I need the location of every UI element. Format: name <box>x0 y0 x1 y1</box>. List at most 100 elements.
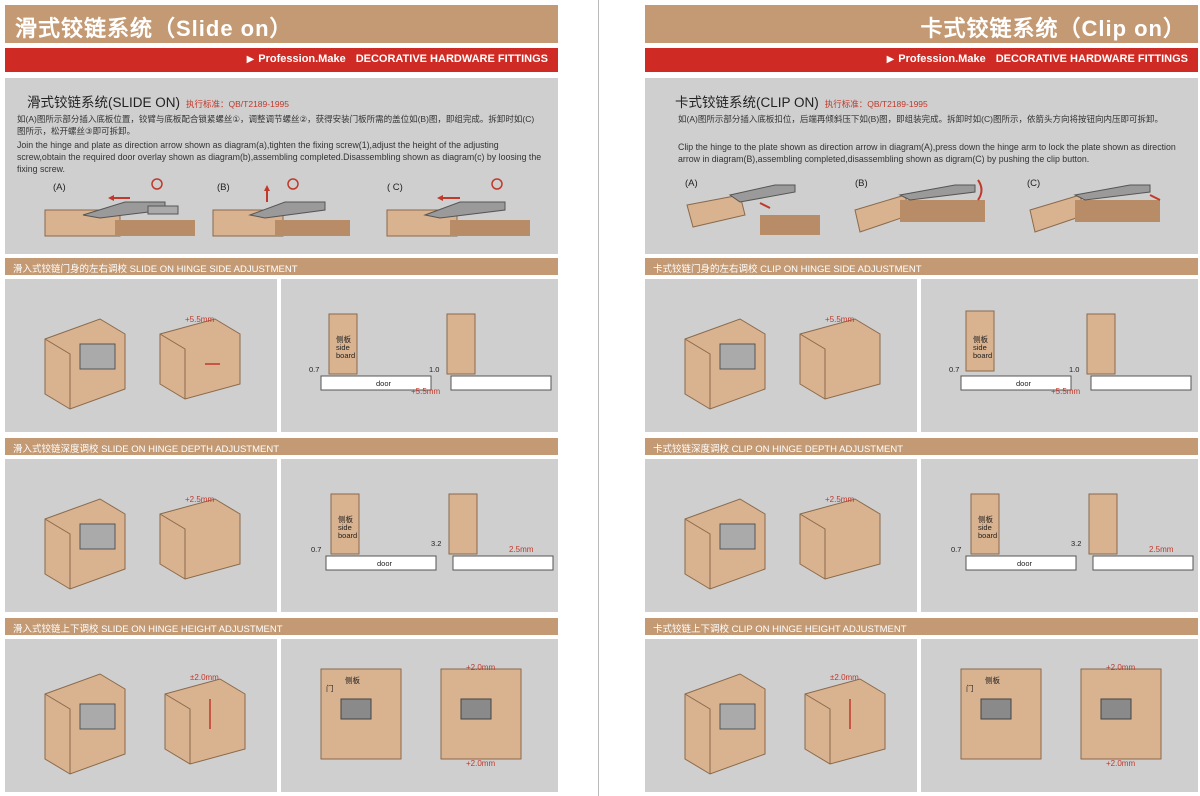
section-height-panel: ±2.0mm 侧板 门 +2.0mm +2.0mm <box>645 639 1198 792</box>
side-door-label: door <box>1016 379 1032 388</box>
left-page: 滑式铰链系统（Slide on） ▶Profession.Make DECORAT… <box>5 0 558 796</box>
height-adjust-3d-drawing <box>684 673 886 775</box>
depth-adjust-3d-cell: +2.5mm <box>5 459 277 612</box>
page-title: 卡式铰链系统（Clip on） <box>920 16 1186 41</box>
depth-adjust-3d-cell: +2.5mm <box>645 459 917 612</box>
install-figures: (A) (B) ( C) <box>5 170 558 250</box>
figure-c-hinge <box>386 178 530 237</box>
side-door-label: door <box>376 379 392 388</box>
side-board-en: side <box>973 343 987 352</box>
height-door-cn: 门 <box>326 684 334 693</box>
triangle-icon: ▶ <box>886 54 895 65</box>
intro-panel: 滑式铰链系统(SLIDE ON)执行标准：QB/T2189-1995 如(A)图… <box>5 78 558 254</box>
depth-dim-2: 3.2 <box>431 539 442 548</box>
intro-standard: 执行标准：QB/T2189-1995 <box>824 99 928 109</box>
depth-offset-label: +2.5mm <box>185 495 215 504</box>
height-adjust-3d-drawing <box>44 673 246 775</box>
brand-tagline: DECORATIVE HARDWARE FITTINGS <box>995 53 1188 65</box>
side-dim-2: 1.0 <box>429 365 440 374</box>
section-band-depth: 卡式铰链深度调校 CLIP ON HINGE DEPTH ADJUSTMENT <box>645 438 1198 455</box>
depth-board-en2: board <box>338 531 358 540</box>
figure-label-c: ( C) <box>387 182 403 193</box>
side-offset-label: +5.5mm <box>185 315 215 324</box>
triangle-icon: ▶ <box>246 54 255 65</box>
intro-title-text: 滑式铰链系统(SLIDE ON) <box>27 95 181 110</box>
figure-label-a: (A) <box>53 182 66 193</box>
section-band-depth: 滑入式铰链深度调校 SLIDE ON HINGE DEPTH ADJUSTMEN… <box>5 438 558 455</box>
depth-dim-3: 2.5mm <box>1149 545 1174 554</box>
side-board-en: side <box>336 343 350 352</box>
depth-adjust-plan-cell: 侧板 side board 0.7 3.2 door 2.5mm <box>921 459 1198 612</box>
install-figures-drawing <box>44 178 530 237</box>
brand-name: Profession.Make <box>258 53 346 65</box>
intro-chinese: 如(A)图所示部分插入底板位置，铰臂与底板配合锁紧螺丝①，调整调节螺丝②，获得安… <box>17 114 535 136</box>
install-figures-drawing <box>686 179 1161 235</box>
brand-tagline: DECORATIVE HARDWARE FITTINGS <box>355 53 548 65</box>
page-header: 卡式铰链系统（Clip on） <box>645 5 1198 43</box>
depth-board-cn: 侧板 <box>338 515 353 524</box>
side-board-cn: 侧板 <box>336 335 351 344</box>
depth-offset-label: +2.5mm <box>825 495 855 504</box>
height-dim-2: +2.0mm <box>1106 759 1136 768</box>
depth-adjust-plan-drawing <box>325 493 554 571</box>
depth-dim-1: 0.7 <box>951 545 962 554</box>
side-adjust-plan-drawing <box>320 313 552 391</box>
page-header: 滑式铰链系统（Slide on） <box>5 5 558 43</box>
side-adjust-3d-cell: +5.5mm <box>645 279 917 432</box>
clip-figure-a <box>686 184 820 235</box>
intro-panel: 卡式铰链系统(CLIP ON)执行标准：QB/T2189-1995 如(A)图所… <box>645 78 1198 254</box>
figure-label-c: (C) <box>1027 178 1041 189</box>
side-adjust-plan-cell: 侧板 side board 0.7 1.0 door +5.5mm <box>921 279 1198 432</box>
depth-board-cn: 侧板 <box>978 515 993 524</box>
height-offset-label: ±2.0mm <box>830 673 859 682</box>
page-spine <box>598 0 599 796</box>
side-offset-label: +5.5mm <box>825 315 855 324</box>
height-dim-2: +2.0mm <box>466 759 496 768</box>
height-dim-1: +2.0mm <box>466 663 496 672</box>
section-band-height: 滑入式铰链上下调校 SLIDE ON HINGE HEIGHT ADJUSTME… <box>5 618 558 635</box>
height-board-cn: 侧板 <box>345 676 360 685</box>
figure-b-hinge <box>212 178 350 237</box>
side-dim-2: 1.0 <box>1069 365 1080 374</box>
section-side-panel: +5.5mm 侧板 side board 0.7 1.0 door +5.5mm <box>5 279 558 432</box>
height-adjust-plan-cell: 侧板 门 +2.0mm +2.0mm <box>281 639 558 792</box>
intro-english: Clip the hinge to the plate shown as dir… <box>678 142 1176 164</box>
depth-adjust-3d-drawing <box>684 498 881 590</box>
figure-a-hinge <box>44 178 195 237</box>
height-adjust-plan-drawing <box>320 668 522 760</box>
height-door-cn: 门 <box>966 684 974 693</box>
clip-figure-c <box>1029 184 1161 233</box>
side-dim-1: 0.7 <box>949 365 960 374</box>
intro-chinese: 如(A)图所示部分插入底板扣位，后端再倾斜压下如(B)图，即组装完成。拆卸时如(… <box>678 114 1163 124</box>
page-title: 滑式铰链系统（Slide on） <box>15 16 293 41</box>
depth-board-en2: board <box>978 531 998 540</box>
side-board-cn: 侧板 <box>973 335 988 344</box>
section-side-panel: +5.5mm 侧板 side board 0.7 1.0 door +5.5mm <box>645 279 1198 432</box>
figure-label-b: (B) <box>855 178 868 189</box>
depth-board-en: side <box>978 523 992 532</box>
intro-english: Join the hinge and plate as direction ar… <box>17 140 542 174</box>
side-dim-3: +5.5mm <box>411 387 441 396</box>
height-adjust-plan-cell: 侧板 门 +2.0mm +2.0mm <box>921 639 1198 792</box>
side-board-en2: board <box>973 351 993 360</box>
section-title: 滑入式铰链门身的左右调校 SLIDE ON HINGE SIDE ADJUSTM… <box>13 264 298 275</box>
brand-bar: ▶Profession.Make DECORATIVE HARDWARE FITT… <box>5 48 558 72</box>
section-title: 卡式铰链深度调校 CLIP ON HINGE DEPTH ADJUSTMENT <box>653 444 904 455</box>
depth-dim-3: 2.5mm <box>509 545 534 554</box>
depth-adjust-plan-cell: 侧板 side board 0.7 3.2 door 2.5mm <box>281 459 558 612</box>
section-title: 卡式铰链门身的左右调校 CLIP ON HINGE SIDE ADJUSTMEN… <box>653 264 922 275</box>
height-adjust-plan-drawing <box>960 668 1162 760</box>
section-title: 滑入式铰链深度调校 SLIDE ON HINGE DEPTH ADJUSTMEN… <box>13 444 280 455</box>
depth-adjust-3d-drawing <box>44 498 241 590</box>
section-depth-panel: +2.5mm 侧板 side board 0.7 3.2 door 2.5mm <box>5 459 558 612</box>
height-adjust-3d-cell: ±2.0mm <box>5 639 277 792</box>
section-title: 滑入式铰链上下调校 SLIDE ON HINGE HEIGHT ADJUSTME… <box>13 624 283 635</box>
depth-dim-2: 3.2 <box>1071 539 1082 548</box>
section-band-side: 滑入式铰链门身的左右调校 SLIDE ON HINGE SIDE ADJUSTM… <box>5 258 558 275</box>
height-adjust-3d-cell: ±2.0mm <box>645 639 917 792</box>
intro-title: 卡式铰链系统(CLIP ON)执行标准：QB/T2189-1995 <box>675 91 928 111</box>
depth-dim-1: 0.7 <box>311 545 322 554</box>
height-dim-1: +2.0mm <box>1106 663 1136 672</box>
